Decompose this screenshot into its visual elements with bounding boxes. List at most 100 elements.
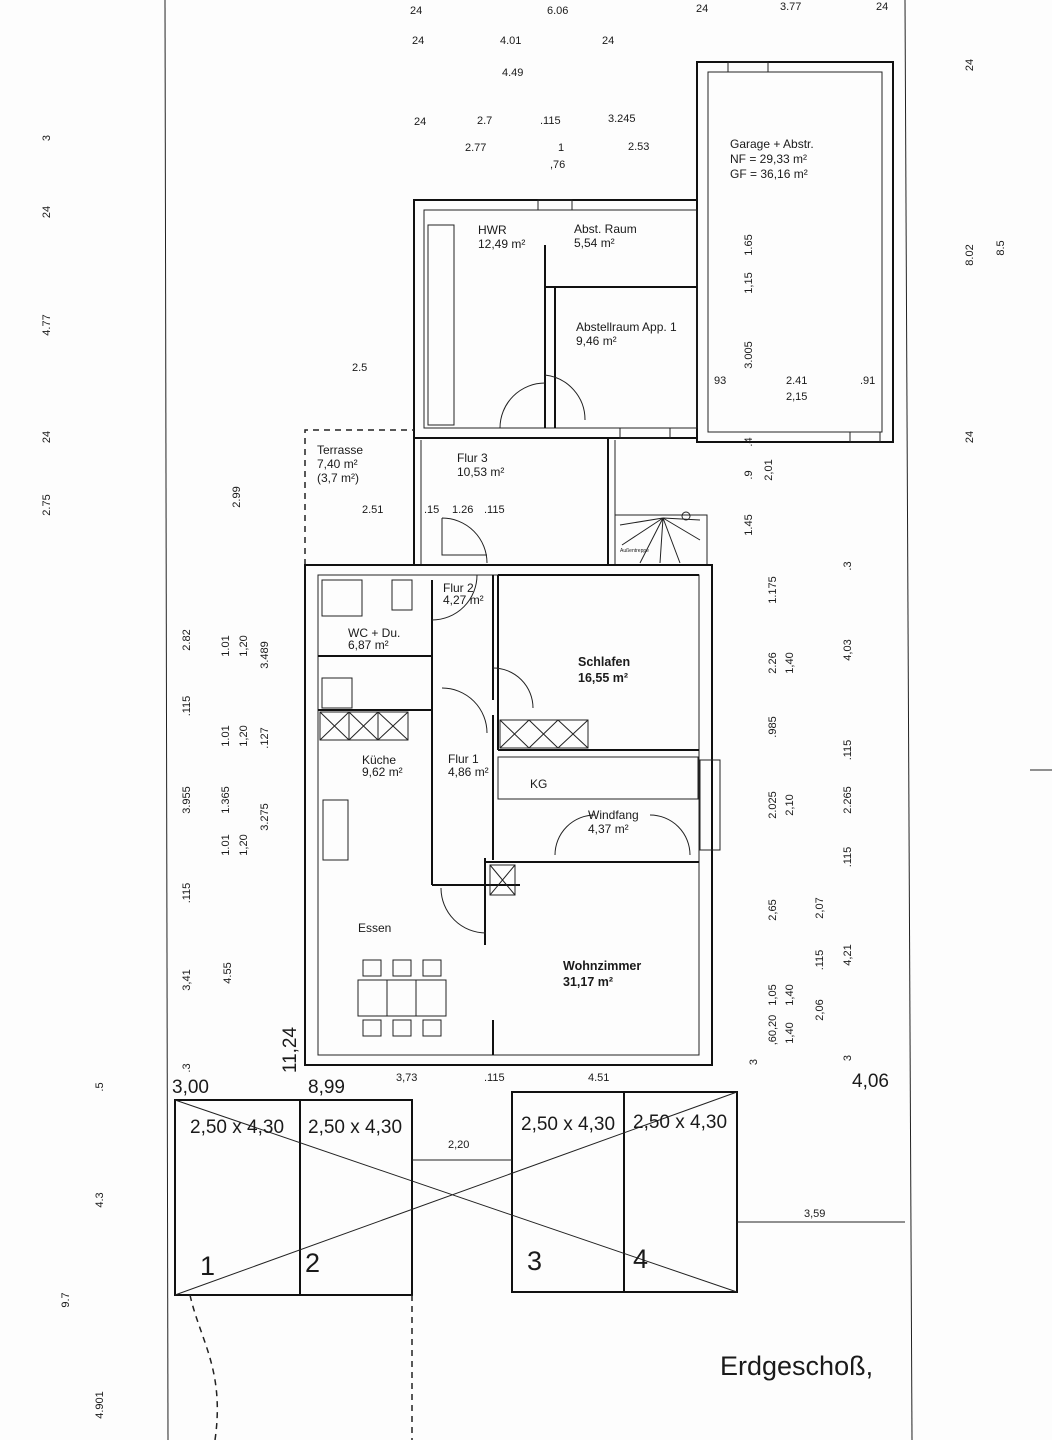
- walls: [304, 61, 894, 1066]
- dimension-label: .9: [743, 470, 755, 479]
- dimension-label: 2.53: [628, 141, 649, 153]
- stair: [614, 511, 708, 566]
- dimension-label: 2.75: [41, 494, 53, 515]
- dimension-label: 1: [558, 142, 564, 154]
- dimension-label: 2,20: [448, 1139, 469, 1151]
- dimension-label: 2.26: [767, 652, 779, 673]
- dining-table: [357, 959, 447, 1037]
- room-label: 4,86 m²: [448, 765, 489, 779]
- room-label: Abstellraum App. 1: [576, 320, 677, 334]
- dimension-label: .115: [484, 504, 505, 516]
- dimension-label: 2.77: [465, 142, 486, 154]
- dimension-label: .4: [743, 437, 755, 446]
- parking-area: [174, 1091, 905, 1440]
- dimension-label: 9.7: [60, 1292, 72, 1307]
- parking-number: 4: [633, 1244, 648, 1274]
- room-label: GF = 36,16 m²: [730, 167, 808, 181]
- dimension-label: 1,05: [767, 984, 779, 1005]
- dimension-label: 1,20: [238, 834, 250, 855]
- boundary-lines: [164, 0, 1052, 1440]
- dimension-label: ,60,20: [767, 1015, 779, 1046]
- room-label: 4,27 m²: [443, 593, 484, 607]
- dimension-label: 1.45: [743, 514, 755, 535]
- dimension-label: 2,01: [763, 459, 775, 480]
- drawing-title: Erdgeschoß,: [720, 1351, 873, 1381]
- dimension-label: 2,06: [814, 999, 826, 1020]
- room-label: Wohnzimmer: [563, 959, 641, 973]
- room-label: Küche: [362, 753, 396, 767]
- dimension-label: 1,20: [238, 635, 250, 656]
- room-label: Flur 2: [443, 581, 474, 595]
- dimension-label: 1,40: [784, 1022, 796, 1043]
- dimension-label: .3: [842, 561, 854, 570]
- dimension-label: 8.5: [995, 240, 1007, 255]
- dimension-label: 4,06: [852, 1071, 889, 1092]
- room-label: (3,7 m²): [317, 471, 359, 485]
- dimension-label: 11,24: [280, 1027, 301, 1074]
- dimension-label: 4.55: [222, 962, 234, 983]
- dimension-label: 24: [41, 431, 53, 443]
- dimension-label: 1.365: [220, 786, 232, 814]
- parking-size: 2,50 x 4,30: [633, 1112, 727, 1133]
- dimension-label: 2,15: [786, 391, 807, 403]
- dimension-label: 4.49: [502, 67, 523, 79]
- room-label: Garage + Abstr.: [730, 137, 814, 151]
- dimension-label: 2,65: [767, 899, 779, 920]
- dimension-label: .15: [424, 504, 439, 516]
- wardrobe: [497, 719, 699, 800]
- room-label: Abst. Raum: [574, 222, 637, 236]
- room-label: NF = 29,33 m²: [730, 152, 807, 166]
- parking-number: 2: [305, 1248, 320, 1278]
- dimension-label: 8.02: [964, 244, 976, 265]
- dimension-label: 3: [842, 1055, 854, 1061]
- dimension-label: 24: [876, 1, 888, 13]
- dimension-label: 3.489: [259, 641, 271, 669]
- dimension-label: 1,40: [784, 984, 796, 1005]
- dimension-label: 2,10: [784, 794, 796, 815]
- dimension-label: .115: [540, 115, 561, 127]
- room-label: 12,49 m²: [478, 237, 525, 251]
- dimension-label: 1.175: [767, 576, 779, 604]
- dimension-label: 3,73: [396, 1072, 417, 1084]
- dimension-label: .115: [181, 883, 193, 904]
- dimension-label: 2.82: [181, 629, 193, 650]
- room-label: 4,37 m²: [588, 822, 629, 836]
- dimension-label: 3: [748, 1059, 760, 1065]
- room-label: WC + Du.: [348, 626, 400, 640]
- room-label: Flur 1: [448, 752, 479, 766]
- room-label: 6,87 m²: [348, 638, 389, 652]
- dimension-label: 3.955: [181, 786, 193, 814]
- dimension-label: 24: [964, 431, 976, 443]
- room-label: 9,46 m²: [576, 334, 617, 348]
- dimension-label: 2.99: [231, 486, 243, 507]
- dimension-label: 2.5: [352, 362, 367, 374]
- parking-number: 3: [527, 1246, 542, 1276]
- dimension-label: 1.01: [220, 834, 232, 855]
- dimension-label: 6.06: [547, 5, 568, 17]
- dimension-label: 24: [602, 35, 614, 47]
- dimension-label: .127: [259, 727, 271, 748]
- dimension-label: 1.01: [220, 725, 232, 746]
- dimension-label: 24: [414, 116, 426, 128]
- room-label: Flur 3: [457, 451, 488, 465]
- room-label: KG: [530, 777, 547, 791]
- dimension-label: 2.7: [477, 115, 492, 127]
- dimension-label: 2,07: [814, 897, 826, 918]
- dimension-label: 4.51: [588, 1072, 609, 1084]
- dimension-label: 4,21: [842, 944, 854, 965]
- dimension-label: 8,99: [308, 1077, 345, 1098]
- room-label: 9,62 m²: [362, 765, 403, 779]
- dimension-label: .115: [181, 696, 193, 717]
- dimension-label: 24: [964, 59, 976, 71]
- dimension-label: .3: [181, 1063, 193, 1072]
- dimension-label: 3: [41, 135, 53, 141]
- dimension-label: 93: [714, 375, 726, 387]
- dimension-label: 4.77: [41, 314, 53, 335]
- dimension-label: .985: [767, 716, 779, 737]
- dimension-label: 2.41: [786, 375, 807, 387]
- dimension-label: 24: [410, 5, 422, 17]
- dimension-label: 4.901: [94, 1391, 106, 1419]
- dimension-label: .115: [842, 847, 854, 868]
- room-label: HWR: [478, 223, 507, 237]
- room-label: 31,17 m²: [563, 975, 613, 989]
